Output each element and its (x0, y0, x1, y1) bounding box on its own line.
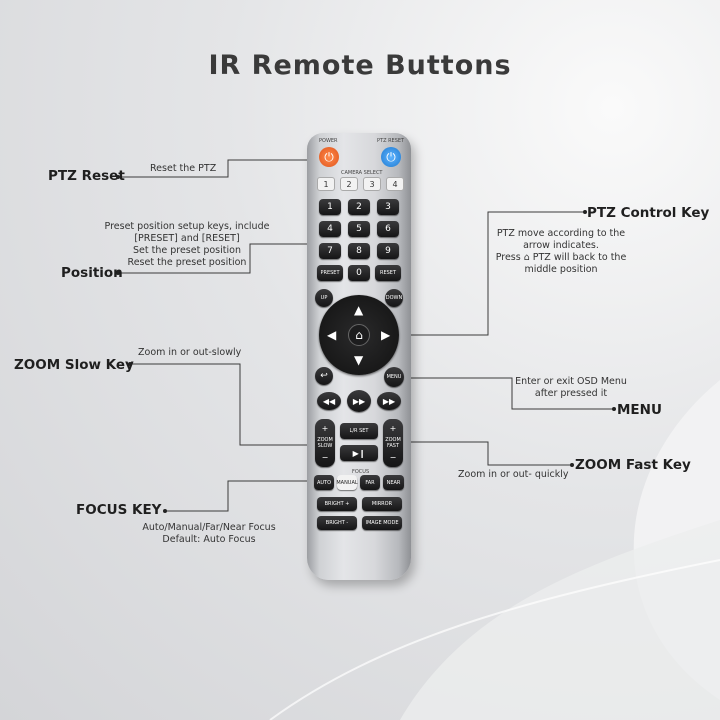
camera-1-button[interactable]: 1 (317, 177, 335, 191)
back-button[interactable]: ↩ (315, 367, 333, 385)
plus-icon: + (389, 424, 397, 433)
menu-button[interactable]: MENU (384, 367, 404, 387)
zoom-fast-button[interactable]: + ZOOM FAST − (383, 419, 403, 467)
ptz-control-description: PTZ move according to the arrow indicate… (495, 228, 627, 275)
camera-select-caption: CAMERA SELECT (341, 170, 383, 176)
position-label: Position (61, 265, 123, 281)
plus-icon: + (321, 424, 329, 433)
menu-label: MENU (617, 402, 662, 418)
mirror-button[interactable]: MIRROR (362, 497, 402, 511)
digit-5-button[interactable]: 5 (348, 221, 370, 237)
arrow-up-icon[interactable]: ▲ (354, 303, 364, 317)
arrow-right-icon[interactable]: ▶ (381, 328, 391, 342)
play-button[interactable]: ▶▶ (347, 390, 371, 412)
ptz-control-label: PTZ Control Key (587, 205, 710, 221)
digit-0-button[interactable]: 0 (348, 265, 370, 281)
fast-forward-icon: ▶▶ (382, 396, 396, 406)
camera-2-button[interactable]: 2 (340, 177, 358, 191)
digit-8-button[interactable]: 8 (348, 243, 370, 259)
play-pause-button[interactable]: ▶❙ (340, 445, 378, 461)
digit-9-button[interactable]: 9 (377, 243, 399, 259)
home-icon[interactable]: ⌂ (348, 324, 370, 346)
image-mode-button[interactable]: IMAGE MODE (362, 516, 402, 530)
minus-icon: − (321, 453, 329, 462)
reset-button[interactable]: RESET (375, 265, 401, 281)
up-button[interactable]: UP (315, 289, 333, 307)
arrow-down-icon[interactable]: ▼ (354, 353, 364, 367)
digit-7-button[interactable]: 7 (319, 243, 341, 259)
zoom-slow-button[interactable]: + ZOOM SLOW − (315, 419, 335, 467)
zoom-slow-description: Zoom in or out-slowly (138, 347, 242, 358)
bright-minus-button[interactable]: BRIGHT - (317, 516, 357, 530)
ptz-reset-button[interactable]: ⏻ (381, 147, 401, 167)
position-description: Preset position setup keys, include [PRE… (104, 221, 270, 268)
focus-far-button[interactable]: FAR (360, 475, 380, 490)
camera-3-button[interactable]: 3 (363, 177, 381, 191)
ir-remote: POWER PTZ RESET ⏻ ⏻ CAMERA SELECT 1 2 3 … (307, 133, 411, 580)
focus-key-label: FOCUS KEY (76, 502, 162, 518)
power-icon: ⏻ (324, 149, 334, 164)
digit-2-button[interactable]: 2 (348, 199, 370, 215)
fast-forward-button[interactable]: ▶▶ (377, 392, 401, 410)
ptz-reset-caption: PTZ RESET (377, 138, 405, 144)
ptz-reset-description: Reset the PTZ (150, 163, 217, 174)
page-title: IR Remote Buttons (208, 50, 512, 81)
zoom-slow-label: ZOOM Slow Key (14, 357, 134, 373)
rewind-icon: ◀◀ (322, 396, 336, 406)
focus-auto-button[interactable]: AUTO (314, 475, 334, 490)
arrow-left-icon[interactable]: ◀ (327, 328, 337, 342)
play-pause-icon: ▶❙ (352, 448, 366, 458)
lr-set-button[interactable]: L/R SET (340, 423, 378, 439)
zoom-fast-description: Zoom in or out- quickly (458, 469, 569, 480)
forward-icon: ▶▶ (352, 396, 366, 406)
digit-4-button[interactable]: 4 (319, 221, 341, 237)
digit-1-button[interactable]: 1 (319, 199, 341, 215)
power-button[interactable]: ⏻ (319, 147, 339, 167)
focus-manual-button[interactable]: MANUAL (336, 475, 358, 490)
ptz-reset-label: PTZ Reset (48, 168, 125, 184)
zoom-fast-caption: ZOOM FAST (385, 437, 401, 449)
camera-4-button[interactable]: 4 (386, 177, 404, 191)
power-icon: ⏻ (386, 149, 396, 164)
down-button[interactable]: DOWN (385, 289, 403, 307)
power-caption: POWER (319, 138, 338, 144)
focus-near-button[interactable]: NEAR (383, 475, 404, 490)
focus-description: Auto/Manual/Far/Near Focus Default: Auto… (142, 522, 276, 545)
digit-6-button[interactable]: 6 (377, 221, 399, 237)
zoom-fast-label: ZOOM Fast Key (575, 457, 691, 473)
digit-3-button[interactable]: 3 (377, 199, 399, 215)
direction-pad: ▲ ▼ ◀ ▶ ⌂ (319, 295, 399, 375)
menu-description: Enter or exit OSD Menu after pressed it (515, 376, 627, 399)
minus-icon: − (389, 453, 397, 462)
focus-caption: FOCUS (352, 469, 370, 475)
rewind-button[interactable]: ◀◀ (317, 392, 341, 410)
zoom-slow-caption: ZOOM SLOW (317, 437, 333, 449)
bright-plus-button[interactable]: BRIGHT + (317, 497, 357, 511)
preset-button[interactable]: PRESET (317, 265, 343, 281)
return-icon: ↩ (320, 371, 328, 381)
